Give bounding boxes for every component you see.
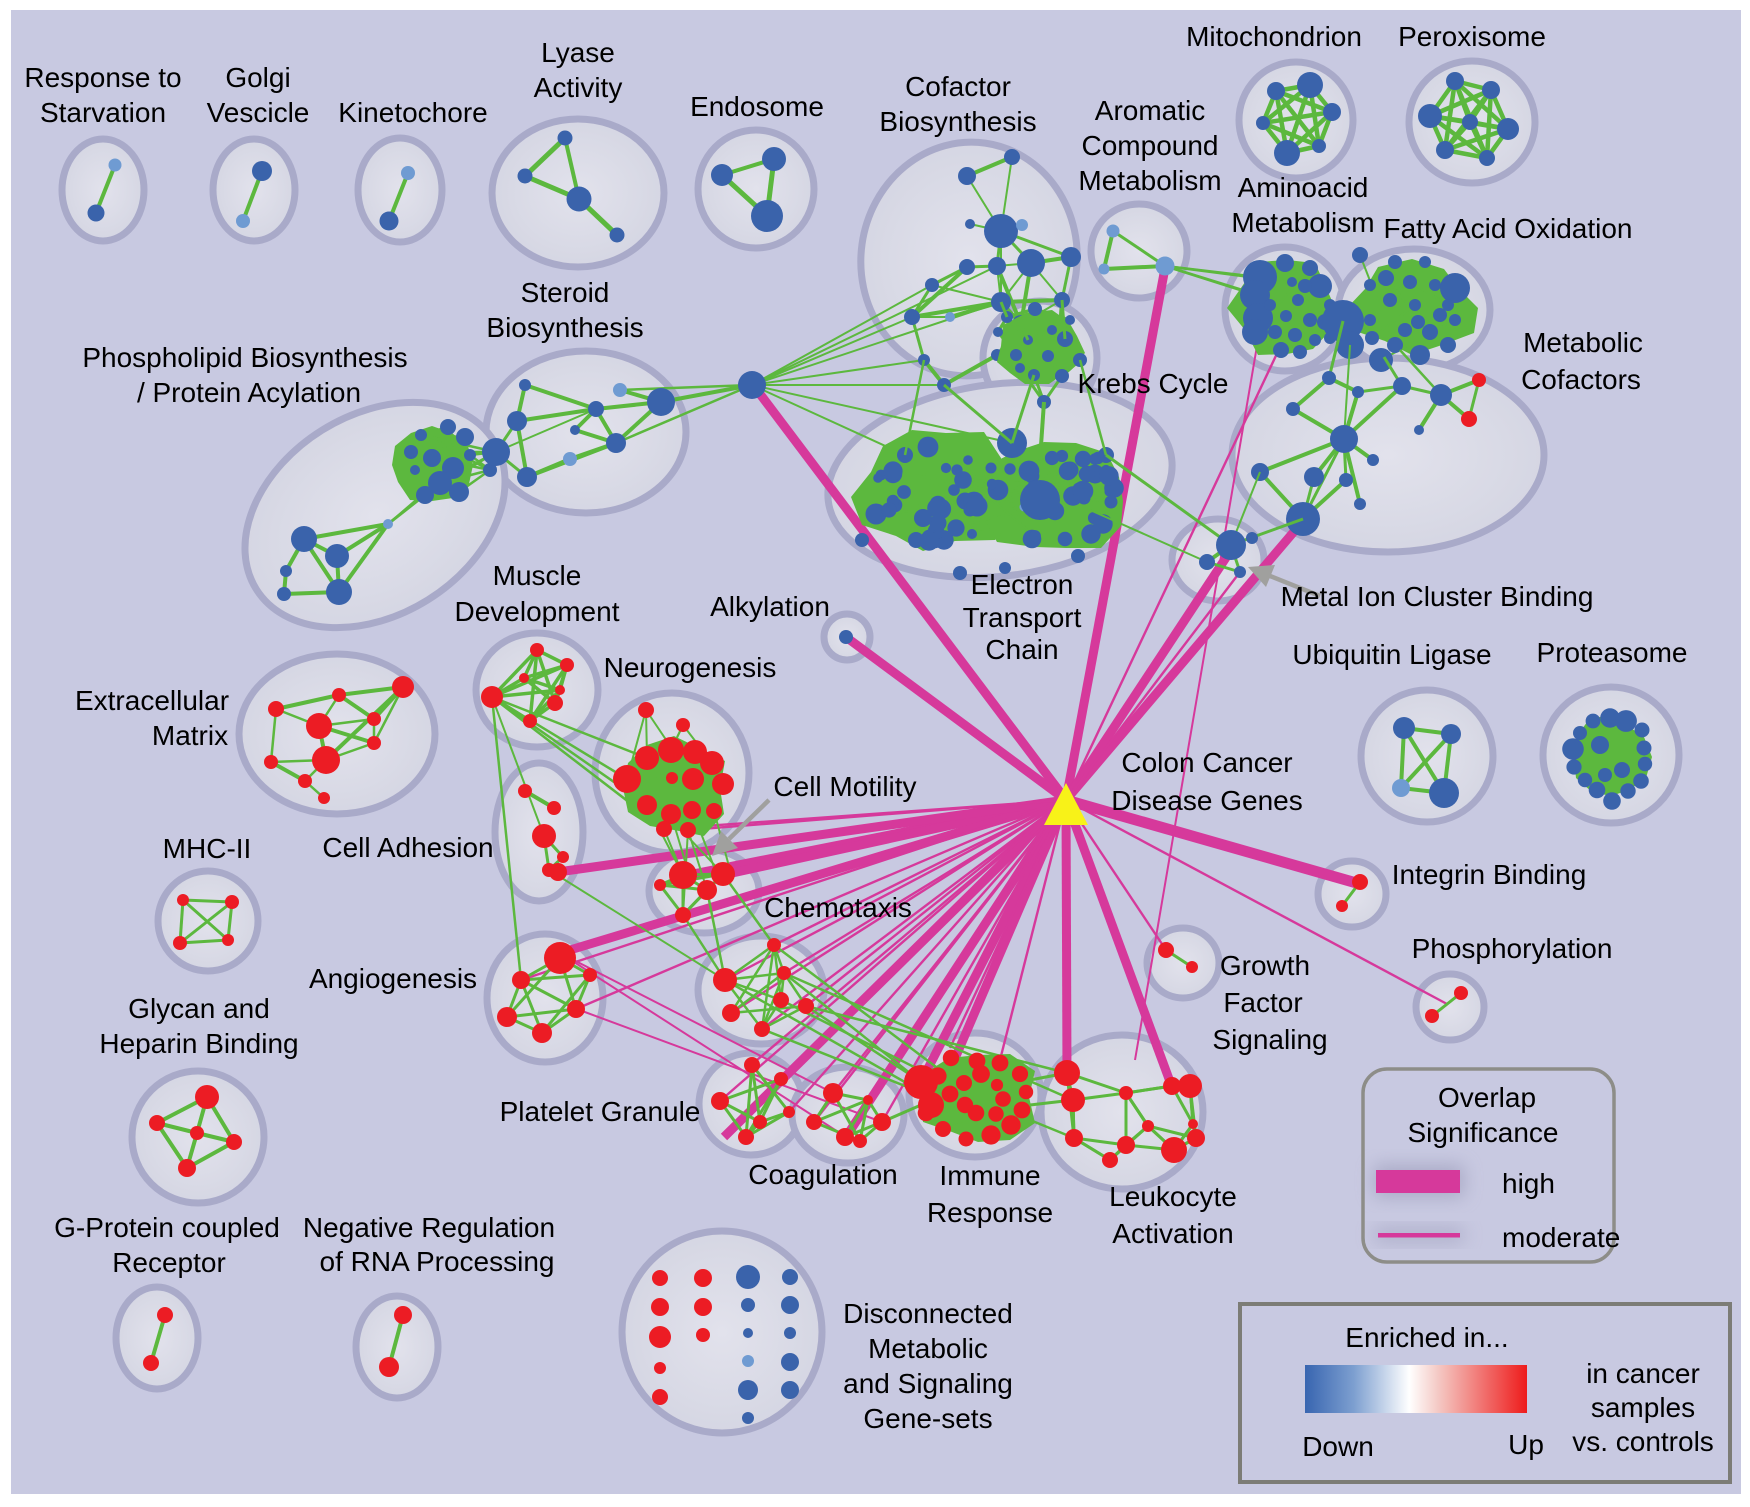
svg-text:Transport: Transport [963, 602, 1082, 633]
svg-text:Electron: Electron [971, 569, 1074, 600]
svg-text:Up: Up [1508, 1429, 1544, 1460]
svg-text:Activation: Activation [1112, 1218, 1233, 1249]
svg-text:Gene-sets: Gene-sets [863, 1403, 992, 1434]
svg-text:Extracellular: Extracellular [75, 685, 229, 716]
svg-text:Angiogenesis: Angiogenesis [309, 963, 477, 994]
svg-text:Activity: Activity [534, 72, 623, 103]
svg-text:Neurogenesis: Neurogenesis [604, 652, 777, 683]
svg-text:Factor: Factor [1223, 987, 1302, 1018]
svg-text:of RNA Processing: of RNA Processing [320, 1246, 555, 1277]
svg-text:Negative Regulation: Negative Regulation [303, 1212, 555, 1243]
svg-text:Phospholipid Biosynthesis: Phospholipid Biosynthesis [82, 342, 407, 373]
svg-text:and Signaling: and Signaling [843, 1368, 1013, 1399]
svg-text:Biosynthesis: Biosynthesis [486, 312, 643, 343]
svg-text:Overlap: Overlap [1438, 1082, 1536, 1113]
svg-text:MHC-II: MHC-II [163, 833, 252, 864]
svg-text:Fatty Acid Oxidation: Fatty Acid Oxidation [1383, 213, 1632, 244]
svg-text:Golgi: Golgi [225, 62, 290, 93]
svg-text:in cancer: in cancer [1586, 1358, 1700, 1389]
svg-text:Biosynthesis: Biosynthesis [879, 106, 1036, 137]
svg-text:Cofactors: Cofactors [1521, 364, 1641, 395]
svg-text:Metabolism: Metabolism [1078, 165, 1221, 196]
svg-text:Enriched in...: Enriched in... [1345, 1322, 1508, 1353]
svg-text:Lyase: Lyase [541, 37, 615, 68]
svg-text:high: high [1502, 1168, 1555, 1199]
svg-text:Significance: Significance [1408, 1117, 1559, 1148]
svg-text:Starvation: Starvation [40, 97, 166, 128]
svg-text:G-Protein coupled: G-Protein coupled [54, 1212, 280, 1243]
svg-text:Endosome: Endosome [690, 91, 824, 122]
svg-text:Heparin Binding: Heparin Binding [99, 1028, 298, 1059]
svg-text:moderate: moderate [1502, 1222, 1620, 1253]
svg-text:Glycan and: Glycan and [128, 993, 270, 1024]
svg-text:Aromatic: Aromatic [1095, 95, 1205, 126]
svg-text:Metabolic: Metabolic [868, 1333, 988, 1364]
svg-text:Immune: Immune [939, 1160, 1040, 1191]
svg-text:Metabolic: Metabolic [1523, 327, 1643, 358]
svg-text:vs. controls: vs. controls [1572, 1426, 1714, 1457]
svg-text:Response: Response [927, 1197, 1053, 1228]
svg-text:Development: Development [455, 596, 620, 627]
svg-text:Matrix: Matrix [152, 720, 228, 751]
svg-text:Mitochondrion: Mitochondrion [1186, 21, 1362, 52]
svg-text:Krebs Cycle: Krebs Cycle [1078, 368, 1229, 399]
svg-text:Leukocyte: Leukocyte [1109, 1181, 1237, 1212]
svg-text:Cell Motility: Cell Motility [773, 771, 916, 802]
svg-text:Disease Genes: Disease Genes [1111, 785, 1302, 816]
svg-text:Peroxisome: Peroxisome [1398, 21, 1546, 52]
svg-text:Alkylation: Alkylation [710, 591, 830, 622]
svg-text:Metabolism: Metabolism [1231, 207, 1374, 238]
svg-text:Kinetochore: Kinetochore [338, 97, 487, 128]
svg-text:Chain: Chain [985, 634, 1058, 665]
svg-text:/ Protein Acylation: / Protein Acylation [137, 377, 361, 408]
svg-text:Ubiquitin Ligase: Ubiquitin Ligase [1292, 639, 1491, 670]
svg-text:Growth: Growth [1220, 950, 1310, 981]
svg-text:Muscle: Muscle [493, 560, 582, 591]
svg-text:Vescicle: Vescicle [207, 97, 310, 128]
svg-text:samples: samples [1591, 1392, 1695, 1423]
svg-text:Proteasome: Proteasome [1537, 637, 1688, 668]
svg-text:Phosphorylation: Phosphorylation [1412, 933, 1613, 964]
svg-text:Receptor: Receptor [112, 1247, 226, 1278]
svg-text:Integrin Binding: Integrin Binding [1392, 859, 1587, 890]
svg-text:Chemotaxis: Chemotaxis [764, 892, 912, 923]
svg-text:Aminoacid: Aminoacid [1238, 172, 1369, 203]
svg-text:Colon Cancer: Colon Cancer [1121, 747, 1292, 778]
svg-text:Platelet Granule: Platelet Granule [500, 1096, 701, 1127]
svg-text:Cofactor: Cofactor [905, 71, 1011, 102]
svg-text:Down: Down [1302, 1431, 1374, 1462]
svg-text:Compound: Compound [1082, 130, 1219, 161]
svg-text:Coagulation: Coagulation [748, 1159, 897, 1190]
svg-text:Cell Adhesion: Cell Adhesion [322, 832, 493, 863]
svg-text:Metal Ion Cluster Binding: Metal Ion Cluster Binding [1281, 581, 1594, 612]
svg-text:Response to: Response to [24, 62, 181, 93]
svg-text:Steroid: Steroid [521, 277, 610, 308]
svg-text:Disconnected: Disconnected [843, 1298, 1013, 1329]
svg-text:Signaling: Signaling [1212, 1024, 1327, 1055]
